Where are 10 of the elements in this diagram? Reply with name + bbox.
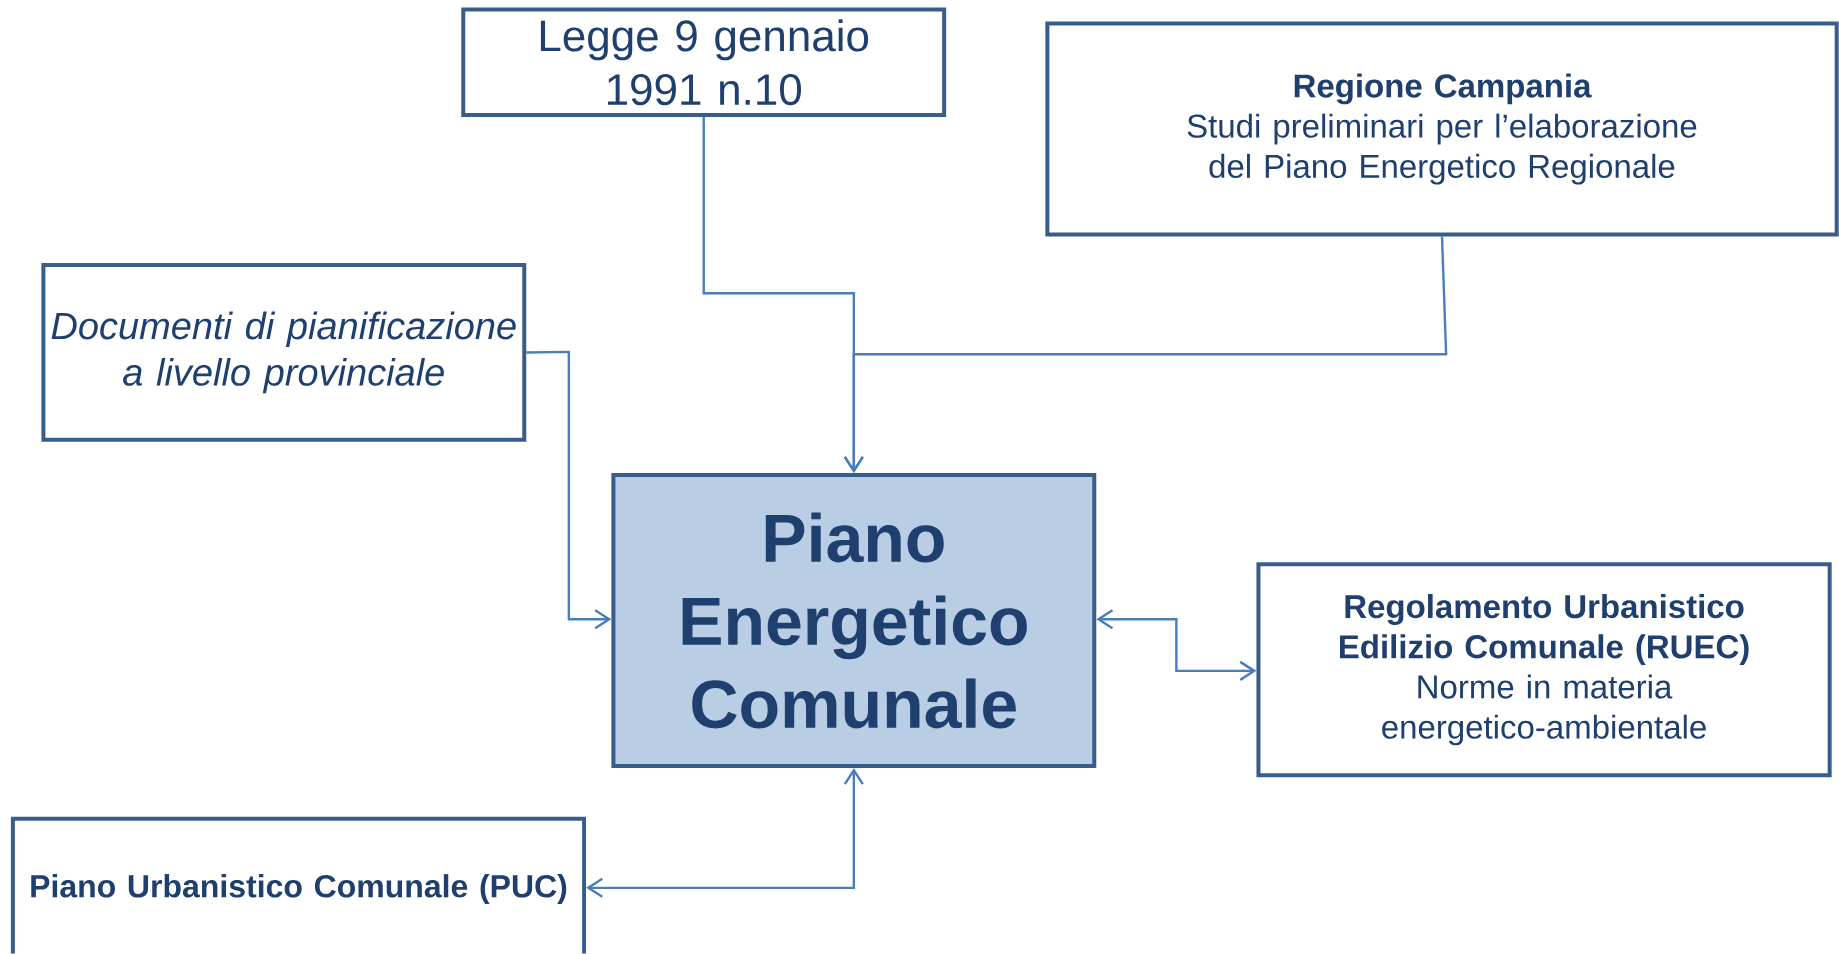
text-box: Legge 9 gennaio 1991 n.10 <box>461 7 947 118</box>
main-box: Piano Energetico Comunale <box>611 473 1097 769</box>
text-box: Piano Urbanistico Comunale (PUC) <box>10 816 587 954</box>
text-box: Regione Campania Studi preliminari per l’elaborazione del Piano Energetico Regionale <box>1045 21 1839 237</box>
connector-arrow <box>526 350 612 630</box>
text-box: Documenti di pianificazione a livello provinciale <box>41 263 527 443</box>
connector-arrow <box>843 236 1448 474</box>
connector-arrow <box>1096 609 1257 682</box>
text-box: Regolamento Urbanistico Edilizio Comunale (RUEC) Norme in materia energetico-ambientale <box>1256 562 1832 778</box>
connector-arrow <box>586 768 864 899</box>
